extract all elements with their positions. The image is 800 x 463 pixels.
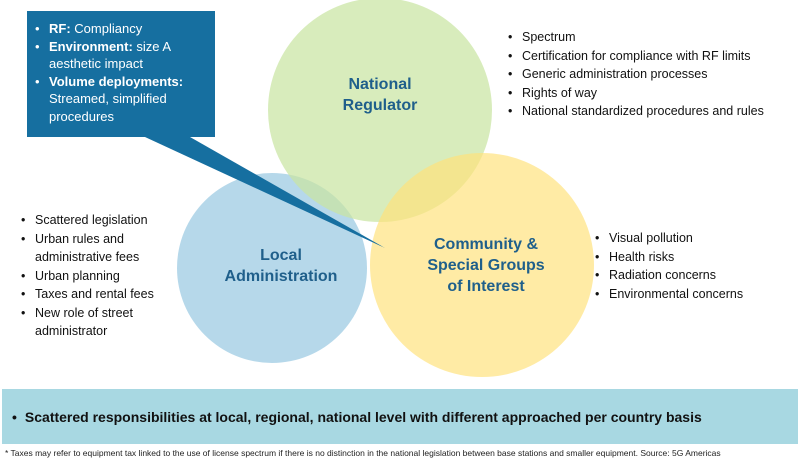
national-regulator-label: National Regulator	[342, 76, 418, 114]
list-item: Generic administration processes	[508, 65, 793, 84]
bullet-icon: •	[12, 408, 17, 425]
list-item: Visual pollution	[595, 229, 785, 248]
callout-item-environment: Environment: size A aesthetic impact	[35, 38, 207, 73]
list-item: Radiation concerns	[595, 266, 785, 285]
list-item: Spectrum	[508, 28, 793, 47]
local-administration-list: Scattered legislation Urban rules and ad…	[21, 211, 171, 341]
footnote: * Taxes may refer to equipment tax linke…	[5, 448, 721, 458]
list-item: New role of street administrator	[21, 304, 171, 341]
list-item: Environmental concerns	[595, 285, 785, 304]
national-regulator-list: Spectrum Certification for compliance wi…	[508, 28, 793, 121]
callout-item-volume: Volume deployments: Streamed, simplified…	[35, 73, 207, 126]
list-item: Rights of way	[508, 84, 793, 103]
local-administration-label: Local Administration	[224, 247, 338, 285]
list-item: Urban planning	[21, 267, 171, 286]
list-item: Scattered legislation	[21, 211, 171, 230]
local-administration-circle	[177, 173, 367, 363]
list-item: Health risks	[595, 248, 785, 267]
callout-box: RF: Compliancy Environment: size A aesth…	[27, 11, 215, 137]
banner-text: Scattered responsibilities at local, reg…	[24, 408, 702, 425]
community-label: Community & Special Groups of Interest	[427, 236, 545, 295]
list-item: Taxes and rental fees	[21, 285, 171, 304]
list-item: National standardized procedures and rul…	[508, 102, 793, 121]
community-circle	[370, 153, 594, 377]
callout-item-rf: RF: Compliancy	[35, 20, 207, 38]
community-list: Visual pollution Health risks Radiation …	[595, 229, 785, 303]
list-item: Certification for compliance with RF lim…	[508, 47, 793, 66]
summary-banner: • Scattered responsibilities at local, r…	[2, 389, 798, 444]
callout-pointer	[145, 137, 385, 248]
list-item: Urban rules and administrative fees	[21, 230, 171, 267]
